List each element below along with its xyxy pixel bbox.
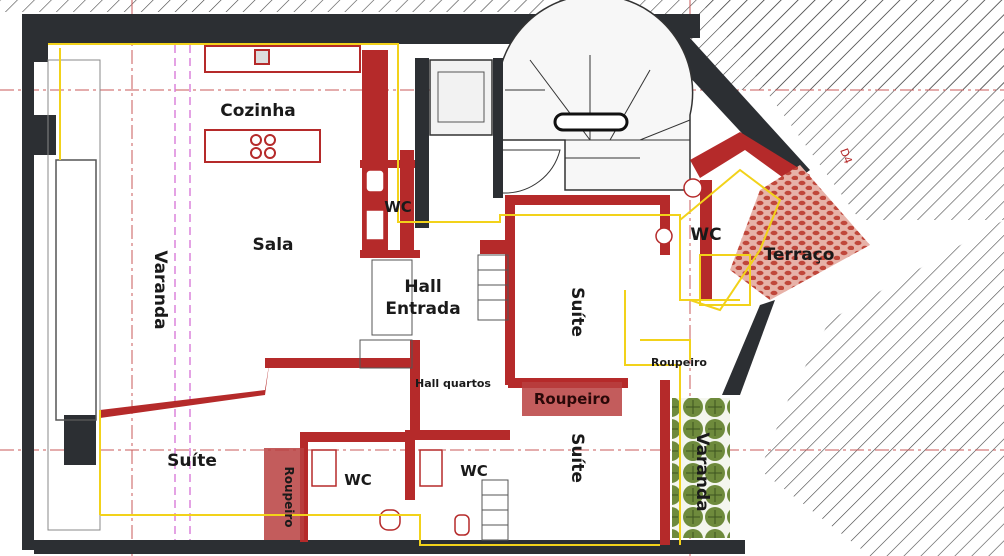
label-wc-bottom-left: WC xyxy=(344,471,372,489)
stair-core-wall-2 xyxy=(493,58,503,198)
label-terraco: Terraço xyxy=(764,245,835,265)
door-swing xyxy=(502,149,561,194)
yellow-overlay xyxy=(48,43,782,546)
neighbor-hatch-right xyxy=(700,0,1004,220)
label-sala: Sala xyxy=(252,235,293,255)
staircase xyxy=(499,0,694,191)
kitchen xyxy=(204,45,361,163)
label-hall-entrada-2: Entrada xyxy=(385,299,460,319)
label-varanda-right: Varanda xyxy=(692,432,712,511)
elevator-cabin xyxy=(437,71,485,123)
label-roupeiro-right: Roupeiro xyxy=(651,356,707,369)
neighbor-hatch-top-left xyxy=(0,0,520,12)
label-suite-center: Suíte xyxy=(567,433,587,483)
label-wc-top: WC xyxy=(384,198,412,216)
roupeiro-left-block xyxy=(264,448,304,540)
fixtures xyxy=(311,169,703,536)
roupeiro-center-block xyxy=(522,382,622,416)
neighbor-hatch-bottom-right xyxy=(760,220,1004,556)
label-suite-top: Suíte xyxy=(567,287,587,337)
label-roupeiro-left: Roupeiro xyxy=(282,466,296,527)
left-window-frame xyxy=(55,159,97,421)
label-wc-bottom-right: WC xyxy=(460,462,488,480)
elevator xyxy=(429,59,493,136)
label-hall-quartos: Hall quartos xyxy=(415,377,491,390)
stair-core-wall xyxy=(415,58,429,228)
label-varanda-left: Varanda xyxy=(150,250,170,329)
axis-marker: D4 xyxy=(837,147,855,166)
label-wc-right: WC xyxy=(690,225,721,245)
small-steps xyxy=(359,254,509,541)
label-suite-left: Suíte xyxy=(167,451,217,471)
left-balcony-rail xyxy=(47,59,101,531)
terrace-area xyxy=(730,165,870,300)
label-roupeiro-center: Roupeiro xyxy=(534,390,610,408)
label-cozinha: Cozinha xyxy=(220,101,296,121)
garden-varanda-area xyxy=(672,398,730,538)
label-hall-entrada-1: Hall xyxy=(404,277,441,297)
